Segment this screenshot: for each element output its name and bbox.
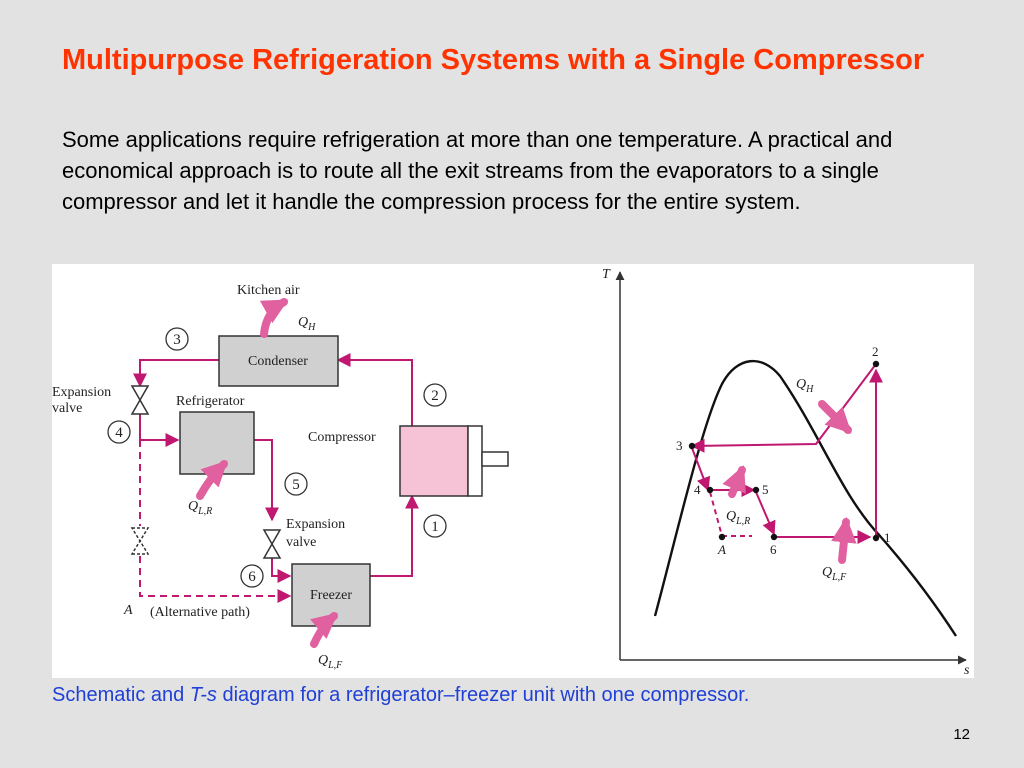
kitchen-air-label: Kitchen air <box>237 283 300 298</box>
line-6-to-freezer <box>271 558 292 583</box>
process-4-a <box>709 491 723 537</box>
state-circles <box>107 327 447 588</box>
expansion-valve-1-label-a: Expansion <box>52 385 111 400</box>
ts-point-4: 4 <box>694 482 701 497</box>
alt-path-to-freezer <box>139 556 292 603</box>
saturation-dome <box>653 360 958 637</box>
line-3-to-valve <box>133 359 219 388</box>
process-2-3 <box>690 363 877 453</box>
point-a-label: A <box>123 603 133 618</box>
expansion-valve-2-icon <box>262 529 282 559</box>
line-1-to-compressor <box>370 494 419 577</box>
freezer-label: Freezer <box>310 588 352 603</box>
s-axis-label: s <box>964 663 970 678</box>
caption-prefix: Schematic and <box>52 684 190 706</box>
ts-qlr-arrow-icon <box>722 465 746 498</box>
expansion-valve-1-label-b: valve <box>52 401 82 416</box>
qlf-label: QL,F <box>318 653 343 671</box>
state-2-label: 2 <box>431 388 439 404</box>
refrigerator-box <box>179 411 255 475</box>
compressor-icon <box>399 425 509 497</box>
expansion-valve-2-label-b: valve <box>286 535 316 550</box>
expansion-valve-1-icon <box>130 385 150 415</box>
qh-label: QH <box>298 315 316 333</box>
ts-qlr-label: QL,R <box>726 509 750 527</box>
alternative-path-label: (Alternative path) <box>150 605 250 620</box>
figure-caption: Schematic and T-s diagram for a refriger… <box>52 682 992 708</box>
compressor-label: Compressor <box>308 430 376 445</box>
state-4-label: 4 <box>115 425 123 441</box>
state-points <box>688 360 880 542</box>
diagram-canvas: 3 2 4 5 1 6 Kitchen air QH Condenser Ref… <box>52 267 970 678</box>
page-number: 12 <box>953 726 970 743</box>
heat-in-refrigerator-icon <box>196 460 228 500</box>
ts-point-2: 2 <box>872 344 879 359</box>
condenser-box <box>218 335 339 387</box>
process-3-4 <box>691 447 711 492</box>
heat-in-freezer-icon <box>310 612 338 648</box>
expansion-valve-icons <box>130 385 282 559</box>
ts-qlf-arrow-icon <box>831 516 857 564</box>
ts-point-1: 1 <box>884 530 891 545</box>
state-3-label: 3 <box>173 332 181 348</box>
heat-arrows <box>196 298 338 648</box>
refrigerator-label: Refrigerator <box>176 394 245 409</box>
ts-point-5: 5 <box>762 482 769 497</box>
ts-point-a: A <box>717 542 726 557</box>
ts-qh-label: QH <box>796 377 814 395</box>
condenser-label: Condenser <box>248 354 308 369</box>
process-5-6 <box>755 491 776 536</box>
slide-title: Multipurpose Refrigeration Systems with … <box>62 44 925 76</box>
alt-valve-icon <box>130 527 150 555</box>
state-6-label: 6 <box>248 569 256 585</box>
qlr-label: QL,R <box>188 499 212 517</box>
t-axis-label: T <box>602 267 611 282</box>
line-2-to-condenser <box>336 353 413 426</box>
state-5-label: 5 <box>292 477 300 493</box>
heat-out-condenser-icon <box>259 298 289 338</box>
caption-suffix: diagram for a refrigerator–freezer unit … <box>216 684 750 706</box>
caption-ts: T-s <box>189 684 217 706</box>
expansion-valve-2-label-a: Expansion <box>286 517 345 532</box>
ts-diagram: T s <box>602 267 970 678</box>
refrigerant-lines <box>133 353 419 603</box>
state-1-label: 1 <box>431 519 439 535</box>
body-text: Some applications require refrigeration … <box>62 127 893 214</box>
ts-point-3: 3 <box>676 438 683 453</box>
line-5-to-valve <box>254 439 279 522</box>
ts-heat-arrows <box>722 400 857 564</box>
ts-point-6: 6 <box>770 542 777 557</box>
ts-qlf-label: QL,F <box>822 565 847 583</box>
schematic: 3 2 4 5 1 6 Kitchen air QH Condenser Ref… <box>52 283 509 671</box>
ts-qh-arrow-icon <box>818 400 852 434</box>
figure-panel: 3 2 4 5 1 6 Kitchen air QH Condenser Ref… <box>52 264 974 678</box>
